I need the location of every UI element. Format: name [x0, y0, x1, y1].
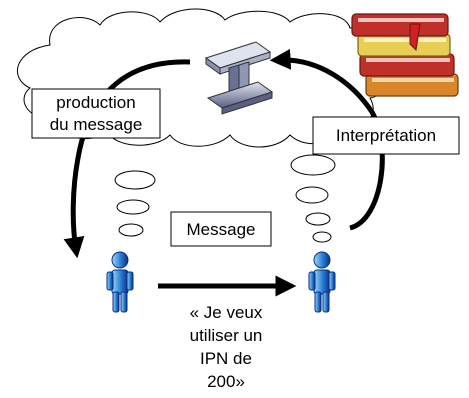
quote-line-4: 200»	[207, 372, 245, 391]
message-label: Message	[187, 220, 256, 239]
interpretation-label: Interprétation	[336, 126, 436, 145]
arrows	[63, 48, 385, 297]
thought-bubbles-right	[290, 154, 336, 243]
production-label-box: production du message	[31, 88, 161, 139]
sender-person-icon	[106, 251, 134, 313]
production-line-1: production	[56, 93, 135, 112]
quote-line-2: utiliser un	[190, 326, 263, 345]
message-label-box: Message	[170, 211, 272, 247]
book-stack-icon	[351, 13, 459, 97]
quote-text: « Je veux utiliser un IPN de 200»	[190, 303, 263, 391]
i-beam-icon	[204, 41, 274, 115]
thought-bubbles-left	[114, 170, 156, 237]
receiver-person-icon	[308, 251, 336, 313]
quote-line-3: IPN de	[200, 349, 252, 368]
production-line-2: du message	[50, 115, 143, 134]
interpretation-label-box: Interprétation	[312, 116, 460, 155]
quote-line-1: « Je veux	[190, 303, 263, 322]
